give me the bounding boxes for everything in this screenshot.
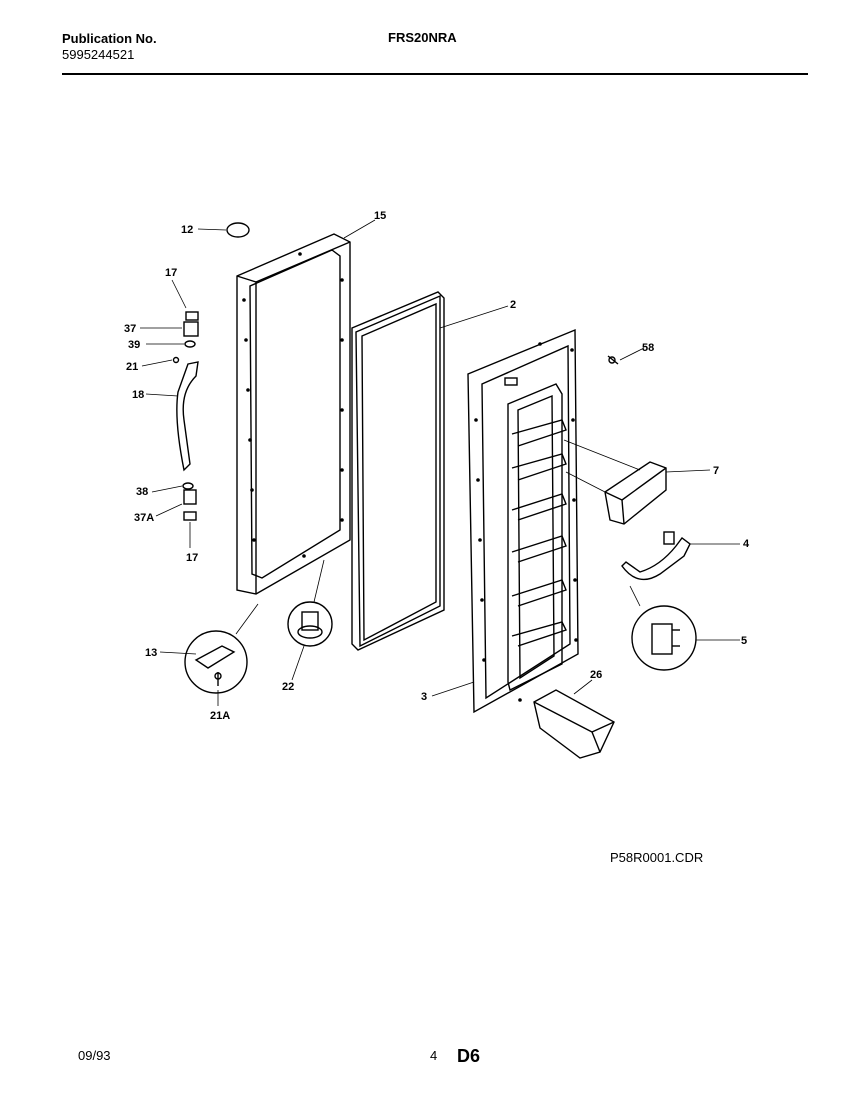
door-panel-15 (236, 233, 351, 595)
callout-3: 3 (421, 691, 427, 703)
detail-circle-5 (631, 605, 697, 671)
callout-13: 13 (145, 647, 157, 659)
callout-5: 5 (741, 635, 747, 647)
publication-label: Publication No. (62, 31, 157, 46)
hinge-block-37a (183, 489, 197, 505)
hinge-block-37 (183, 321, 199, 337)
model-number: FRS20NRA (388, 30, 457, 45)
callout-21: 21 (126, 361, 138, 373)
handle-18 (176, 361, 199, 472)
gasket-2 (351, 291, 445, 651)
callout-39: 39 (128, 339, 140, 351)
plug-12 (226, 222, 250, 238)
callout-37: 37 (124, 323, 136, 335)
rack-4 (621, 537, 691, 581)
bin-26 (533, 689, 615, 759)
footer-date: 09/93 (78, 1048, 111, 1063)
callout-18: 18 (132, 389, 144, 401)
callout-58: 58 (642, 342, 654, 354)
callout-15: 15 (374, 210, 386, 222)
callout-17-bottom: 17 (186, 552, 198, 564)
bin-7 (604, 461, 667, 525)
footer-page-number: 4 (430, 1048, 438, 1063)
callout-12: 12 (181, 224, 193, 236)
header-rule (62, 73, 808, 75)
callout-37a: 37A (134, 512, 154, 524)
hinge-cap-17-bottom (183, 511, 197, 521)
callout-26: 26 (590, 669, 602, 681)
callout-7: 7 (713, 465, 719, 477)
callout-22: 22 (282, 681, 294, 693)
detail-circle-13 (184, 630, 248, 694)
callout-38: 38 (136, 486, 148, 498)
footer-section-code: D6 (457, 1046, 481, 1066)
callout-2: 2 (510, 299, 516, 311)
publication-number: 5995244521 (62, 47, 135, 62)
detail-circle-22 (287, 601, 333, 647)
hinge-cap-17-top (185, 311, 199, 321)
callout-4: 4 (743, 538, 750, 550)
callout-17-top: 17 (165, 267, 177, 279)
callout-21a: 21A (210, 710, 230, 722)
drawing-file-name: P58R0001.CDR (610, 850, 704, 865)
